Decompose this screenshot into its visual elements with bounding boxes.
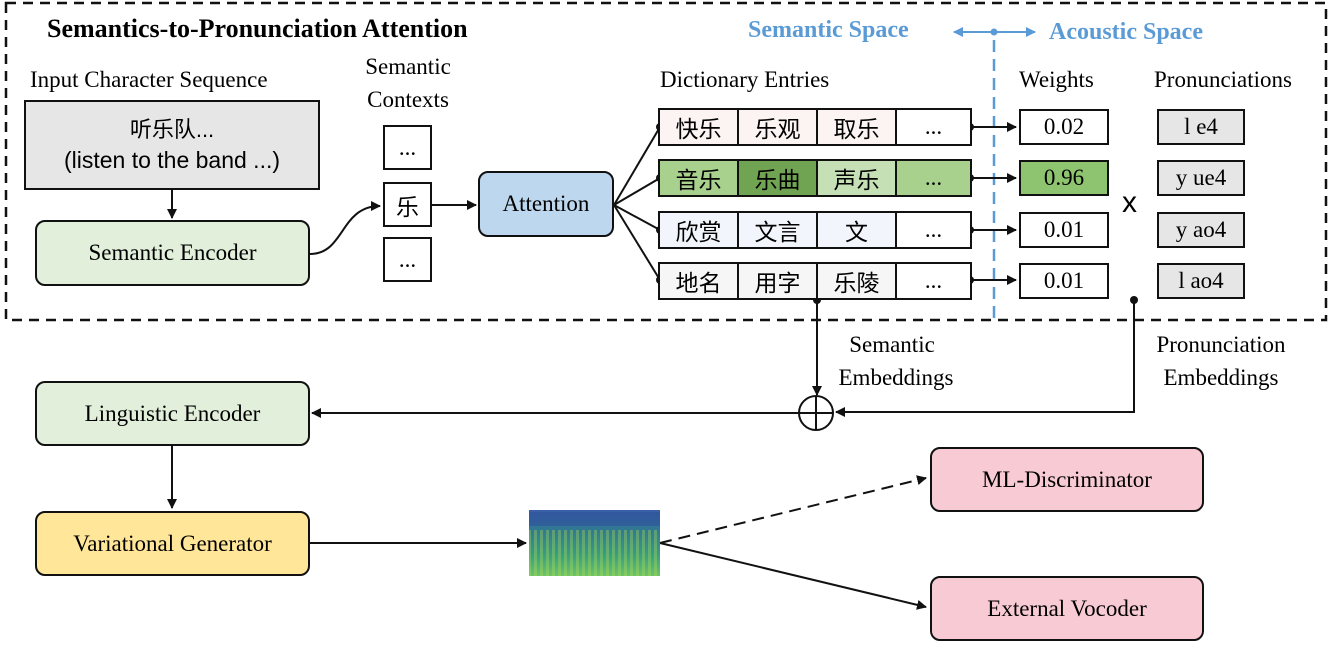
dict-cell: 乐曲: [737, 161, 816, 195]
weight-value-highlight: 0.96: [1019, 160, 1109, 196]
arrow-encoder-to-context: [309, 201, 381, 255]
dict-cell: 乐陵: [816, 264, 895, 298]
multiply-icon: x: [1122, 186, 1137, 219]
input-text-chinese: 听乐队...: [129, 117, 215, 142]
arrow-to-discriminator: [659, 475, 927, 544]
semantic-contexts-label-2: Contexts: [367, 87, 449, 112]
dict-cell: ...: [895, 161, 970, 195]
context-item: ...: [383, 125, 432, 170]
weight-value: 0.02: [1019, 109, 1109, 145]
attention-block-title: Semantics-to-Pronunciation Attention: [47, 14, 468, 43]
dict-cell: 音乐: [660, 161, 737, 195]
sum-operator-icon: [798, 395, 834, 431]
semantic-embeddings-label-1: Semantic: [849, 332, 935, 357]
context-item: ...: [383, 237, 432, 282]
dict-cell: 地名: [660, 264, 737, 298]
dictionary-label: Dictionary Entries: [660, 67, 830, 92]
weight-value: 0.01: [1019, 212, 1109, 248]
linguistic-encoder-box: Linguistic Encoder: [35, 381, 310, 446]
dictionary-row-2: 欣赏 文言 文 ...: [658, 211, 972, 249]
pronunciation-value: l ao4: [1157, 263, 1245, 299]
arrow-to-vocoder: [659, 542, 927, 610]
attention-region-border: [4, 1, 1328, 322]
dict-cell: 快乐: [660, 110, 737, 144]
dict-cell: 取乐: [816, 110, 895, 144]
spectrogram-image: [529, 510, 660, 576]
semantic-space-label: Semantic Space: [748, 17, 909, 43]
attention-fanout: [613, 126, 661, 281]
dict-cell: 文: [816, 213, 895, 247]
dictionary-row-0: 快乐 乐观 取乐 ...: [658, 108, 972, 146]
dict-cell: 文言: [737, 213, 816, 247]
weights-label: Weights: [1019, 67, 1094, 92]
external-vocoder-box: External Vocoder: [930, 576, 1204, 641]
dict-cell: 声乐: [816, 161, 895, 195]
acoustic-space-label: Acoustic Space: [1049, 19, 1203, 45]
context-item-current: 乐: [383, 182, 432, 227]
pronunciation-embeddings-label-2: Embeddings: [1163, 365, 1279, 390]
dictionary-row-3: 地名 用字 乐陵 ...: [658, 262, 972, 300]
weight-value: 0.01: [1019, 263, 1109, 299]
semantic-encoder-box: Semantic Encoder: [35, 220, 310, 286]
pronunciation-embeddings-label-1: Pronunciation: [1156, 332, 1286, 357]
dict-cell: 乐观: [737, 110, 816, 144]
pronunciation-value: y ao4: [1157, 212, 1245, 248]
dictionary-row-1: 音乐 乐曲 声乐 ...: [658, 159, 972, 197]
dict-cell: 用字: [737, 264, 816, 298]
semantic-embeddings-label-2: Embeddings: [838, 365, 954, 390]
row-to-weight-arrows: [970, 122, 1017, 285]
attention-box: Attention: [478, 171, 614, 237]
arrow-pronunciation-embeddings: [835, 300, 1135, 417]
dict-cell: ...: [895, 213, 970, 247]
dict-cell: ...: [895, 110, 970, 144]
pronunciations-label: Pronunciations: [1154, 67, 1292, 92]
pronunciation-value: y ue4: [1157, 160, 1245, 196]
dict-cell: ...: [895, 264, 970, 298]
input-sequence-box: 听乐队... (listen to the band ...): [24, 100, 320, 190]
input-text-english: (listen to the band ...): [63, 147, 281, 173]
input-label: Input Character Sequence: [30, 67, 268, 92]
semantic-contexts-label-1: Semantic: [365, 54, 451, 79]
pronunciation-value: l e4: [1157, 109, 1245, 145]
variational-generator-box: Variational Generator: [35, 511, 310, 576]
dict-cell: 欣赏: [660, 213, 737, 247]
ml-discriminator-box: ML-Discriminator: [930, 447, 1204, 512]
